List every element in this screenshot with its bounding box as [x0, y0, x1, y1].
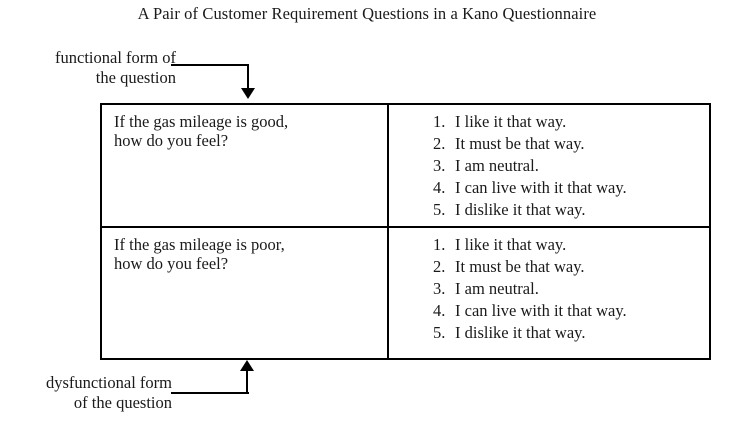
- answer-text: I can live with it that way.: [455, 178, 627, 197]
- answer-list-functional: 1. I like it that way. 2. It must be that …: [389, 111, 709, 221]
- arrow-down-icon: [241, 88, 255, 99]
- list-item[interactable]: 2. It must be that way.: [389, 256, 709, 278]
- functional-leader-vertical-line: [247, 64, 249, 90]
- table-row: If the gas mileage is poor, how do you f…: [102, 228, 709, 358]
- table-row: If the gas mileage is good, how do you f…: [102, 105, 709, 228]
- dysfunctional-leader-horizontal-line: [171, 392, 249, 394]
- question-text-line2: how do you feel?: [114, 254, 229, 273]
- answer-list-dysfunctional: 1. I like it that way. 2. It must be that …: [389, 234, 709, 344]
- answer-number: 3.: [433, 156, 446, 175]
- dysfunctional-form-label-line1: dysfunctional form: [45, 373, 172, 392]
- list-item[interactable]: 3. I am neutral.: [389, 278, 709, 300]
- answer-number: 3.: [433, 279, 446, 298]
- answer-number: 4.: [433, 178, 446, 197]
- list-item[interactable]: 1. I like it that way.: [389, 234, 709, 256]
- answer-number: 1.: [433, 235, 446, 254]
- answer-number: 5.: [433, 200, 446, 219]
- dysfunctional-form-label: dysfunctional form of the question: [4, 373, 172, 413]
- answer-number: 5.: [433, 323, 446, 342]
- answer-number: 2.: [433, 134, 446, 153]
- answer-number: 2.: [433, 257, 446, 276]
- question-text-line1: If the gas mileage is good,: [114, 112, 289, 131]
- question-text-line2: how do you feel?: [114, 131, 229, 150]
- answer-text: I like it that way.: [455, 235, 567, 254]
- dysfunctional-leader-vertical-line: [246, 370, 248, 394]
- functional-leader-horizontal-line: [171, 64, 249, 66]
- functional-form-label-line2: the question: [95, 68, 176, 87]
- arrow-up-icon: [240, 360, 254, 371]
- answer-text: I dislike it that way.: [455, 200, 586, 219]
- list-item[interactable]: 5. I dislike it that way.: [389, 322, 709, 344]
- answer-text: It must be that way.: [455, 257, 585, 276]
- kano-questionnaire-table: If the gas mileage is good, how do you f…: [100, 103, 711, 360]
- answer-text: I like it that way.: [455, 112, 567, 131]
- answers-cell-functional: 1. I like it that way. 2. It must be that …: [389, 105, 709, 226]
- figure-title: A Pair of Customer Requirement Questions…: [137, 4, 597, 23]
- answer-text: I am neutral.: [455, 279, 539, 298]
- answer-text: I dislike it that way.: [455, 323, 586, 342]
- question-cell-functional: If the gas mileage is good, how do you f…: [102, 105, 389, 226]
- dysfunctional-form-label-line2: of the question: [73, 393, 172, 412]
- answer-text: I can live with it that way.: [455, 301, 627, 320]
- functional-form-label-line1: functional form of: [55, 48, 176, 67]
- answer-number: 4.: [433, 301, 446, 320]
- functional-form-label: functional form of the question: [6, 48, 176, 88]
- list-item[interactable]: 4. I can live with it that way.: [389, 177, 709, 199]
- list-item[interactable]: 1. I like it that way.: [389, 111, 709, 133]
- answer-number: 1.: [433, 112, 446, 131]
- answer-text: It must be that way.: [455, 134, 585, 153]
- list-item[interactable]: 3. I am neutral.: [389, 155, 709, 177]
- list-item[interactable]: 4. I can live with it that way.: [389, 300, 709, 322]
- answers-cell-dysfunctional: 1. I like it that way. 2. It must be that …: [389, 228, 709, 358]
- list-item[interactable]: 5. I dislike it that way.: [389, 199, 709, 221]
- question-cell-dysfunctional: If the gas mileage is poor, how do you f…: [102, 228, 389, 358]
- list-item[interactable]: 2. It must be that way.: [389, 133, 709, 155]
- question-text-line1: If the gas mileage is poor,: [114, 235, 285, 254]
- answer-text: I am neutral.: [455, 156, 539, 175]
